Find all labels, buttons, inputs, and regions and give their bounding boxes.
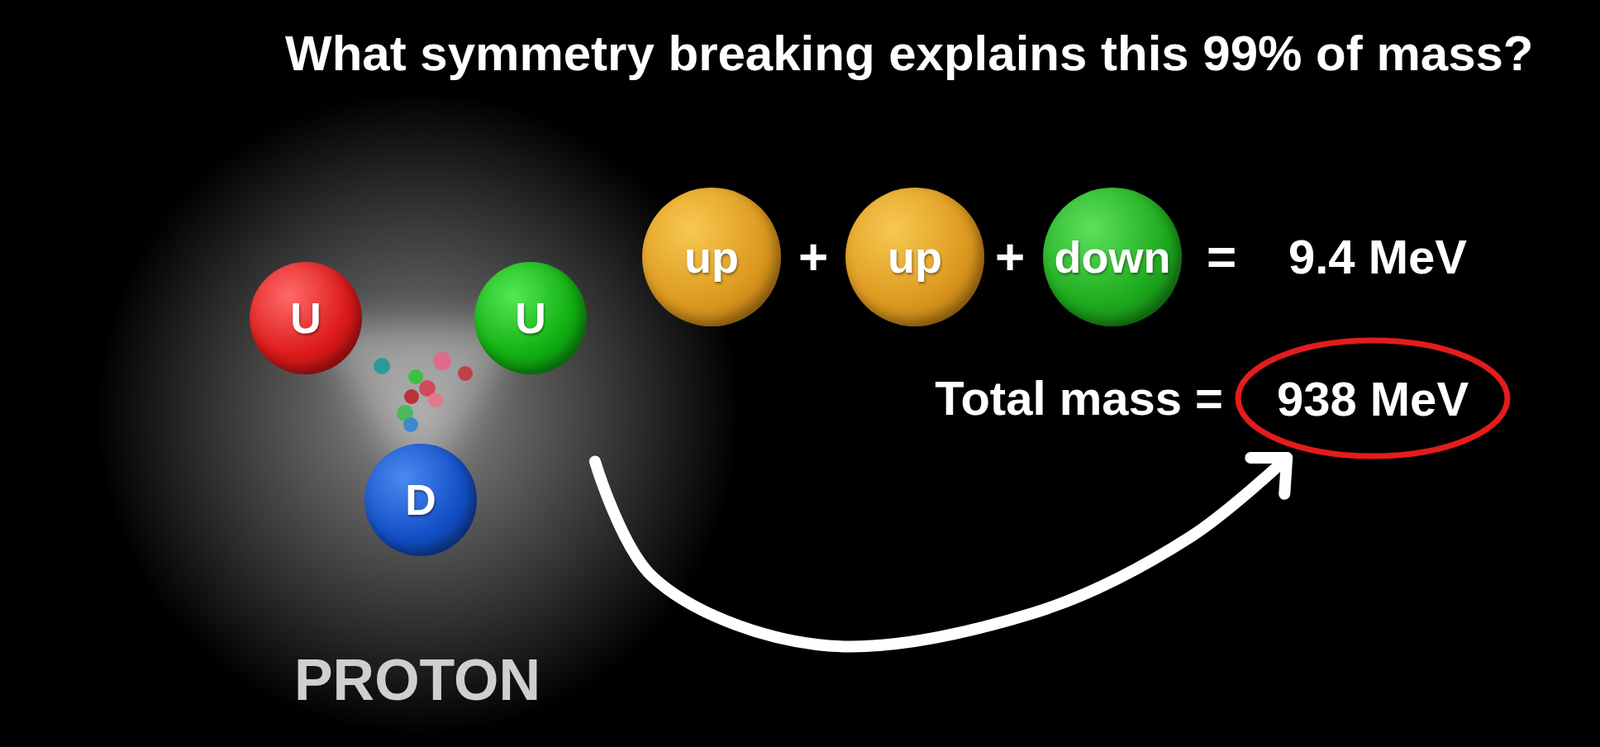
proton-glow [95,90,741,736]
gluon [404,389,420,405]
node-text: down [1054,231,1172,283]
operator-sign: + [995,231,1025,283]
node-text: up [887,231,943,283]
gluon [428,392,443,408]
quark-circle: U [249,261,362,375]
quark-circle: down [1042,187,1182,327]
title: What symmetry breaking explains this 99%… [285,21,1261,86]
quark-circle: up [845,187,985,327]
quark-circle: up [642,187,781,327]
operator-sign: = [1206,231,1237,283]
highlight-ellipse: 938 MeV [1234,337,1511,460]
quark-circle: D [364,443,477,557]
proton-region: PROTONUUD [239,247,596,562]
proton-label: PROTON [239,651,596,710]
gluon [403,417,419,433]
operator-sign: + [798,231,829,283]
node-text: U [290,293,322,343]
gluon [408,369,424,385]
curved-arrow [595,457,1287,647]
mass-value: Total mass = [934,374,1224,423]
node-text: U [514,293,547,343]
gluon [433,352,452,371]
node-text: up [684,231,739,283]
mass-value: 9.4 MeV [1288,233,1467,281]
gluon [457,366,473,381]
node-text: 938 MeV [1276,371,1469,427]
quark-circle: U [474,261,587,375]
gluons [373,352,473,433]
node-text: D [404,475,437,525]
gluon [373,357,391,375]
ellipse-stroke [1238,340,1508,457]
